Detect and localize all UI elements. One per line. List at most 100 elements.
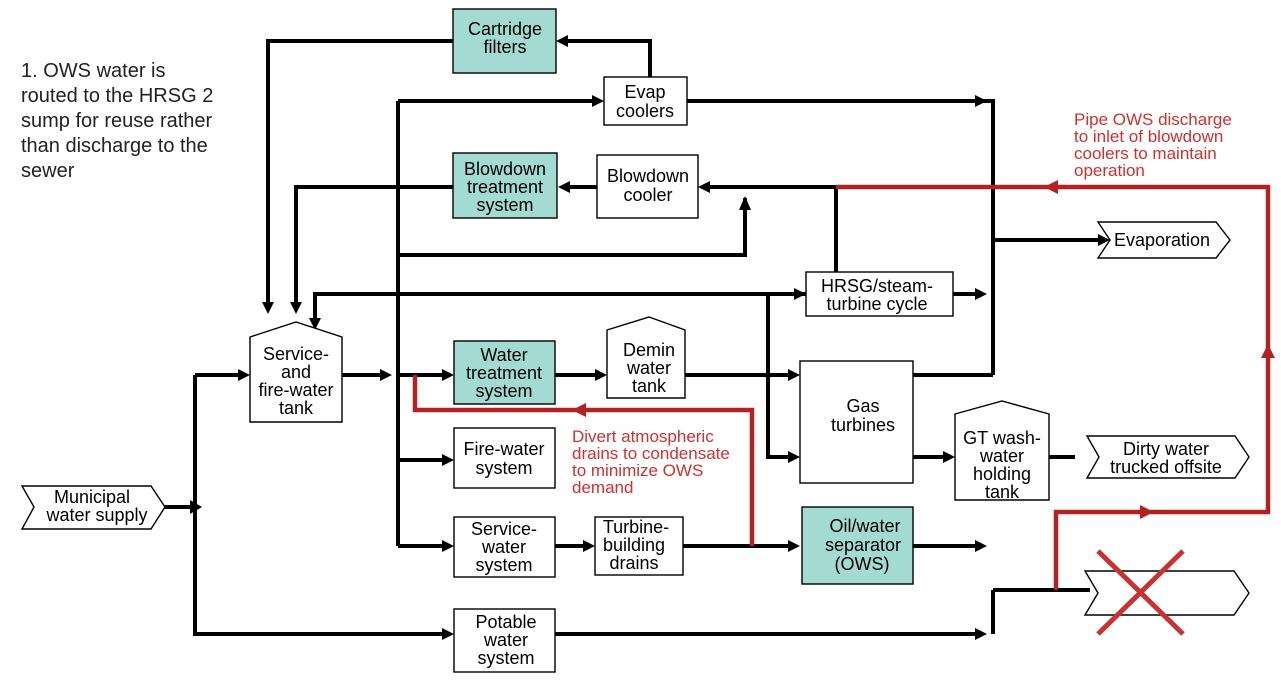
svg-text:HRSG/steam-turbine cycle: HRSG/steam-turbine cycle	[821, 276, 933, 314]
note-line-1: 1. OWS water is	[21, 60, 165, 82]
flow-lines	[165, 39, 1098, 636]
ows-label-3: (OWS)	[835, 554, 890, 574]
demin-tank-label-1: Demin	[623, 340, 675, 360]
blowdown-treatment-label-3: system	[476, 195, 533, 215]
demin-tank-label-3: tank	[632, 376, 667, 396]
service-fire-tank-label-1: Service-	[263, 344, 329, 364]
evap-coolers-label-1: Evap	[624, 82, 665, 102]
pipe-ows-line-1: Pipe OWS discharge	[1074, 110, 1232, 129]
gt-wash-tank-label-1: GT wash-	[963, 428, 1041, 448]
turbine-drains-label-1: Turbine-	[603, 517, 669, 537]
potable-label-1: Potable	[475, 612, 536, 632]
blowdown-cooler-label-1: Blowdown	[607, 166, 689, 186]
gt-wash-tank-label-3: holding	[973, 464, 1031, 484]
water-treatment-label-2: treatment	[466, 363, 542, 383]
service-water-label-2: water	[481, 537, 526, 557]
gas-turbines-label-2: turbines	[831, 415, 895, 435]
fire-water-label-2: system	[475, 458, 532, 478]
service-water-label-3: system	[475, 555, 532, 575]
svg-text:Evaporation: Evaporation	[1114, 230, 1210, 250]
water-treatment-label-3: system	[475, 381, 532, 401]
turbine-drains-label-2: building	[603, 535, 665, 555]
note-line-2: routed to the HRSG 2	[21, 85, 213, 107]
divert-line-2: drains to condensate	[572, 444, 730, 463]
gt-wash-tank-label-4: tank	[985, 482, 1020, 502]
pipe-ows-line-4: operation	[1074, 161, 1145, 180]
potable-label-2: water	[483, 630, 528, 650]
pipe-ows-annotation: Pipe OWS discharge to inlet of blowdown …	[1074, 110, 1237, 180]
hrsg-cycle-label-2: turbine cycle	[826, 294, 927, 314]
service-water-label-1: Service-	[471, 519, 537, 539]
service-fire-tank-label-2: and	[281, 362, 311, 382]
municipal-label-2: water supply	[45, 505, 147, 525]
pipe-ows-line-2: to inlet of blowdown	[1074, 127, 1223, 146]
pipe-ows-line-3: coolers to maintain	[1074, 144, 1217, 163]
note-line-4: than discharge to the	[21, 135, 208, 157]
demin-tank-label-2: water	[626, 358, 671, 378]
sewer-discharge-node	[1083, 549, 1250, 636]
hrsg-cycle-label-1: HRSG/steam-	[821, 276, 933, 296]
arrowheads	[190, 35, 1110, 640]
gas-turbines-label-1: Gas	[846, 396, 879, 416]
fire-water-label-1: Fire-water	[463, 439, 544, 459]
ows-label-1: Oil/water	[829, 516, 900, 536]
divert-line-4: demand	[572, 478, 633, 497]
blowdown-treatment-label-2: treatment	[467, 177, 543, 197]
evaporation-label: Evaporation	[1114, 230, 1210, 250]
proposed-modifications	[412, 180, 1275, 590]
cross-out-mark	[1096, 549, 1185, 636]
dirty-water-label-2: trucked offsite	[1110, 457, 1222, 477]
note-line-5: sewer	[21, 160, 75, 182]
blowdown-cooler-label-2: cooler	[623, 185, 672, 205]
service-fire-tank-label-4: tank	[279, 398, 314, 418]
divert-line-1: Divert atmospheric	[572, 427, 714, 446]
municipal-label-1: Municipal	[54, 487, 130, 507]
note-line-3: sump for reuse rather	[21, 110, 213, 132]
service-fire-tank-label-3: fire-water	[258, 380, 333, 400]
evaporation-node: Evaporation	[1096, 221, 1231, 259]
water-treatment-label-1: Water	[480, 345, 527, 365]
ows-note: 1. OWS water is routed to the HRSG 2 sum…	[21, 60, 219, 182]
evap-coolers-label-2: coolers	[616, 101, 674, 121]
divert-line-3: to minimize OWS	[572, 461, 703, 480]
potable-label-3: system	[477, 648, 534, 668]
hrsg-cycle-node: HRSG/steam-turbine cycle	[805, 271, 954, 317]
dirty-water-label-1: Dirty water	[1123, 439, 1209, 459]
ows-label-2: separator	[825, 535, 901, 555]
blowdown-treatment-label-1: Blowdown	[464, 159, 546, 179]
gt-wash-tank-label-2: water	[979, 446, 1024, 466]
cartridge-filters-label-2: filters	[483, 37, 526, 57]
divert-annotation: Divert atmospheric drains to condensate …	[572, 427, 735, 497]
